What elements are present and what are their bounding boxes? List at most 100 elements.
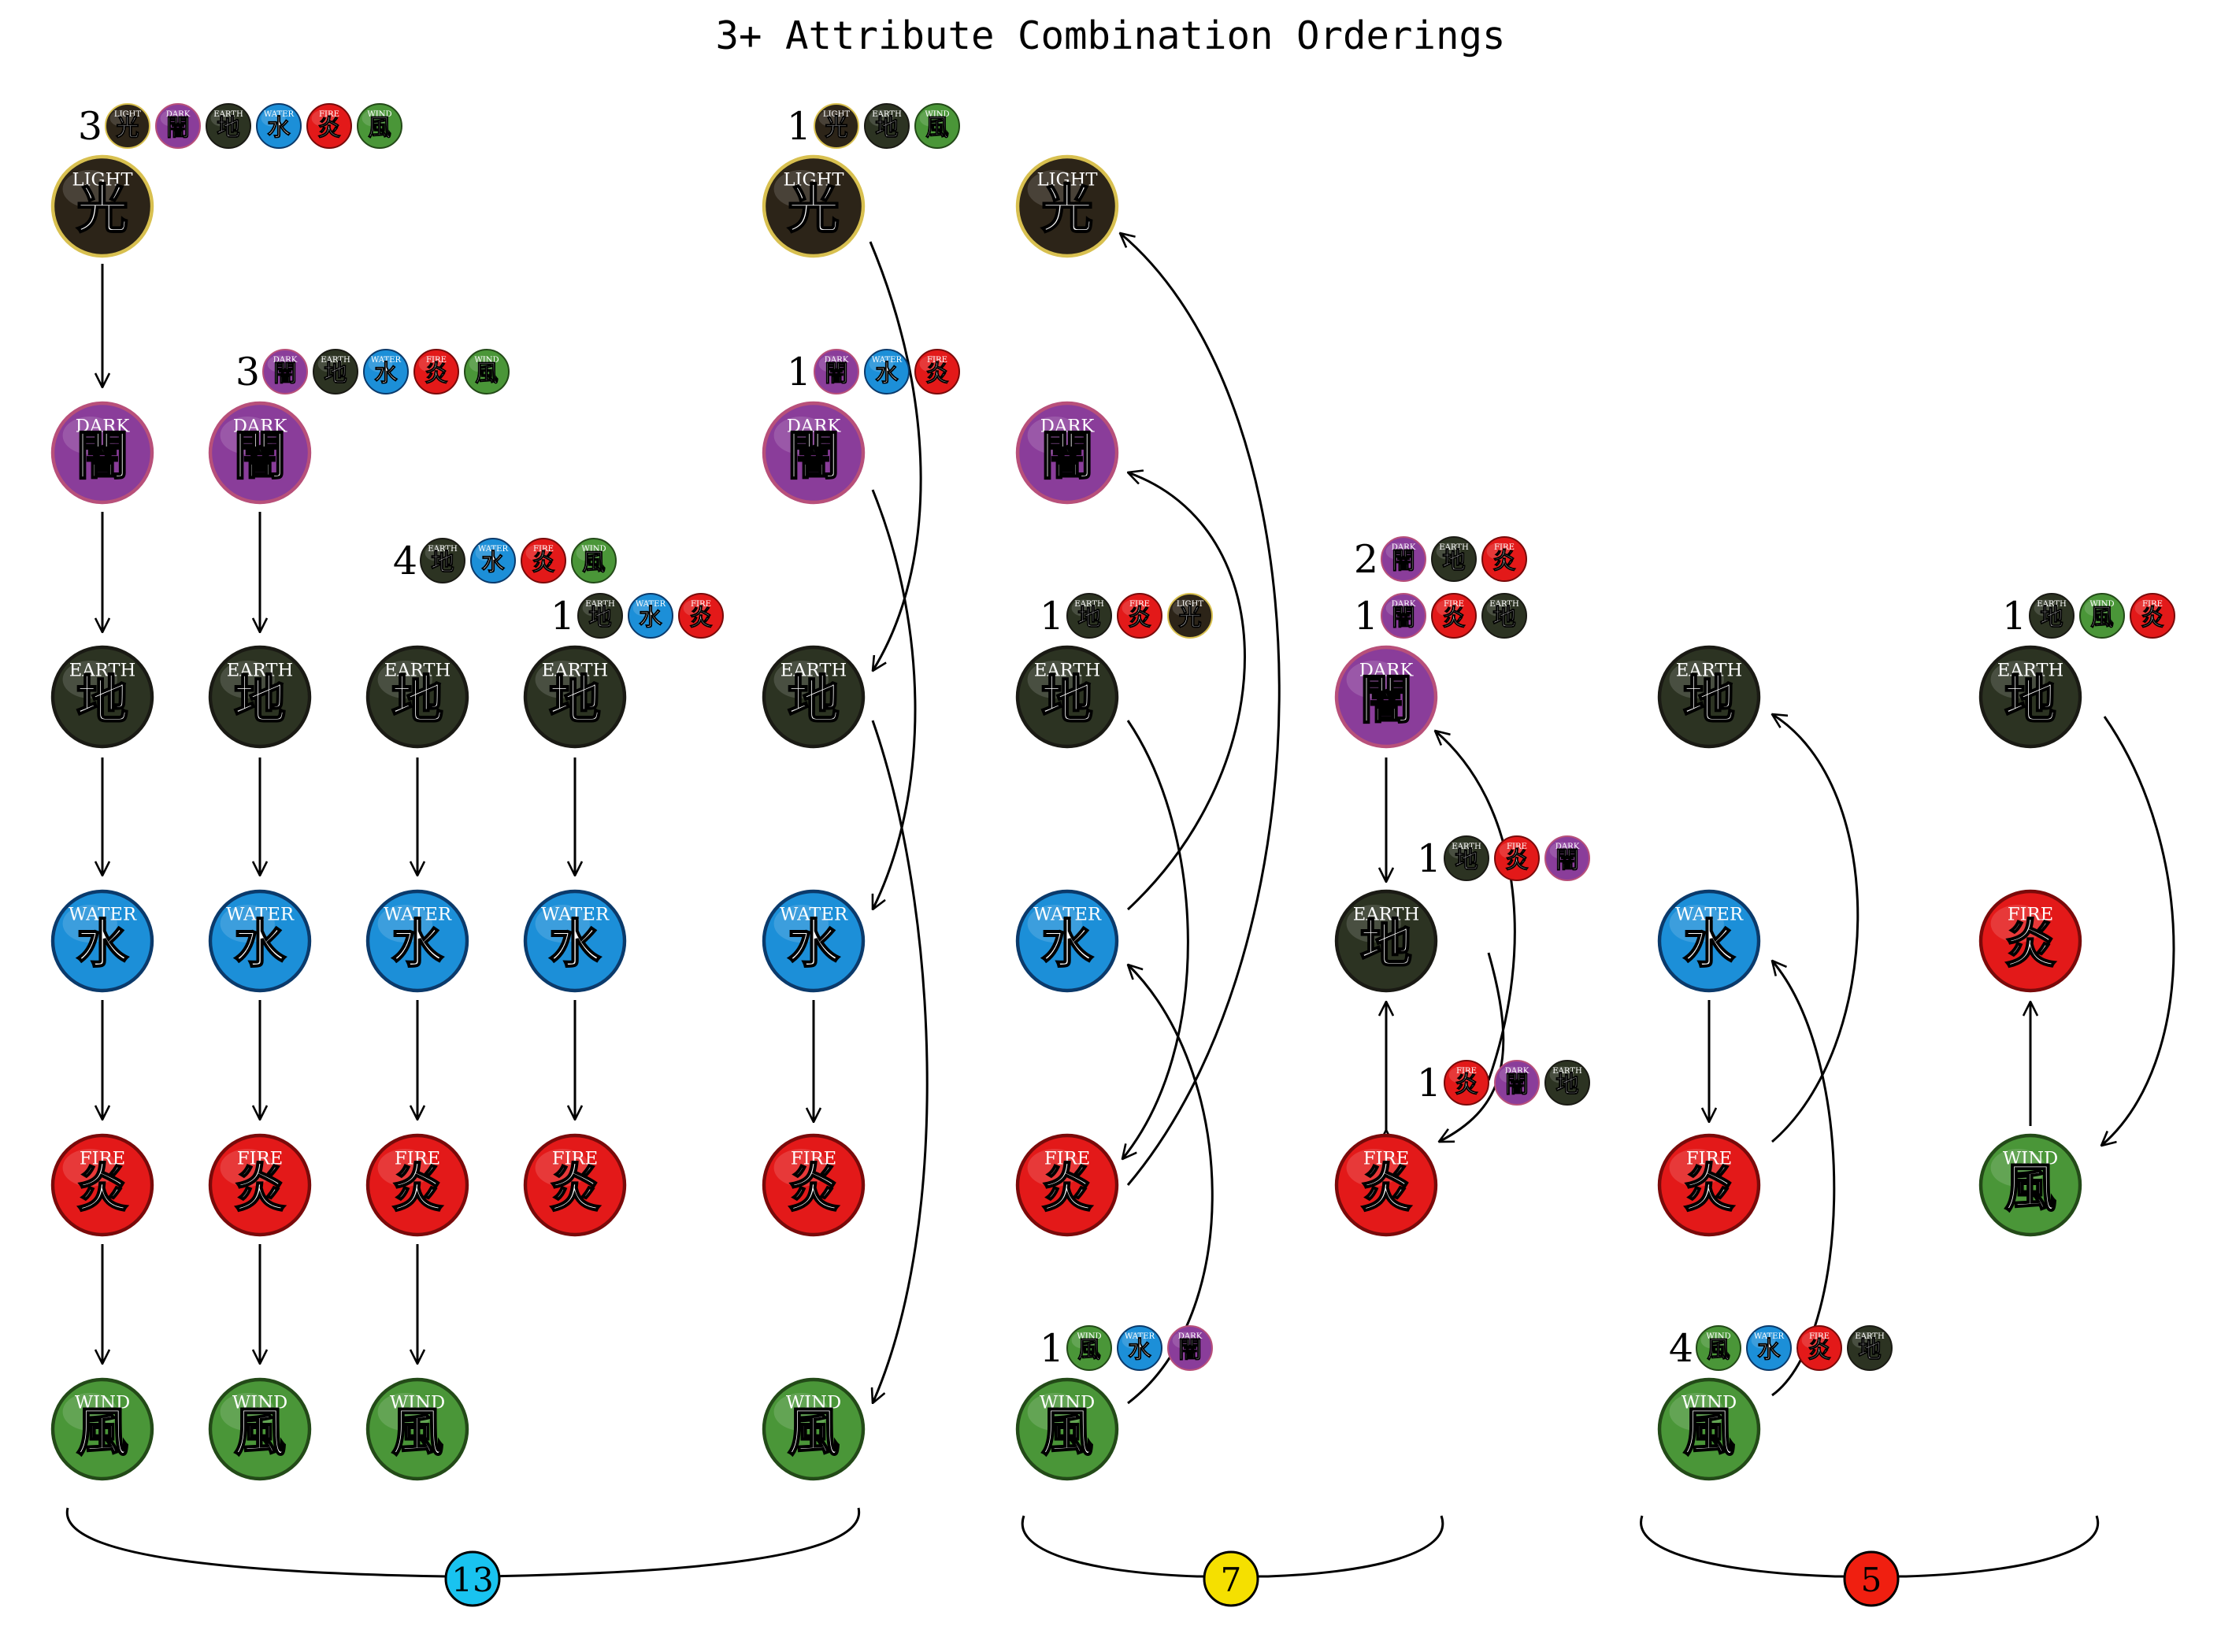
earth-orb-disc xyxy=(864,103,910,149)
combo-count: 3 xyxy=(235,350,260,394)
group-total: 7 xyxy=(1221,1561,1242,1599)
earth-orb-label: EARTH xyxy=(1353,905,1420,925)
earth-orb-kanji: 地 xyxy=(1442,547,1465,574)
water-orb-label: WATER xyxy=(384,905,452,925)
fire-orb-highlight xyxy=(919,355,944,372)
light-orb-highlight xyxy=(773,170,829,208)
fire-orb-kanji: 炎 xyxy=(1128,604,1151,631)
earth-orb-label: EARTH xyxy=(227,661,294,681)
dark-orb-label: DARK xyxy=(1392,600,1416,609)
wind-orb-highlight xyxy=(362,109,387,127)
earth-orb-highlight xyxy=(773,661,829,698)
fire-orb-highlight xyxy=(311,109,336,127)
dark-orb-highlight xyxy=(1172,1332,1197,1349)
fire-orb-disc xyxy=(1015,1133,1119,1237)
light-orb-label: LIGHT xyxy=(72,170,132,191)
fire-orb-disc xyxy=(208,1133,312,1237)
earth-orb-highlight xyxy=(535,661,590,698)
diagram-title: 3+ Attribute Combination Orderings xyxy=(715,13,1505,58)
earth-orb-kanji: 地 xyxy=(1360,913,1412,974)
fire-orb-disc xyxy=(1978,889,2082,993)
earth-orb-disc xyxy=(762,645,866,749)
earth-orb-kanji: 地 xyxy=(217,114,239,141)
water-orb-label: WATER xyxy=(780,905,848,925)
earth-orb-label: EARTH xyxy=(1855,1332,1885,1341)
earth-orb-kanji: 地 xyxy=(1455,846,1478,873)
light-orb-disc xyxy=(50,154,154,258)
earth-orb-disc xyxy=(420,538,465,583)
combo-count: 1 xyxy=(787,104,811,149)
dark-orb-highlight xyxy=(62,417,117,454)
wind-orb-kanji: 風 xyxy=(788,1402,840,1462)
dark-orb-disc xyxy=(1381,593,1426,639)
wind-orb-highlight xyxy=(1990,1149,2045,1187)
water-orb-disc xyxy=(208,889,312,993)
fire-orb-disc xyxy=(1796,1325,1842,1371)
dark-orb-label: DARK xyxy=(166,110,191,119)
group-badge-circle xyxy=(1843,1550,1900,1607)
fire-orb-highlight xyxy=(1346,1149,1401,1187)
dark-orb-label: DARK xyxy=(1505,1067,1529,1076)
fire-orb-disc xyxy=(413,349,459,394)
fire-orb-kanji: 炎 xyxy=(1492,547,1516,574)
water-orb-disc xyxy=(523,889,627,993)
earth-orb-highlight xyxy=(1852,1332,1877,1349)
earth-orb-disc xyxy=(1015,645,1119,749)
earth-orb-label: EARTH xyxy=(321,356,350,365)
fire-orb-label: FIRE xyxy=(2008,905,2053,925)
fire-orb-kanji: 炎 xyxy=(391,1158,443,1218)
earth-orb-highlight xyxy=(1071,599,1096,617)
earth-orb-kanji: 地 xyxy=(324,360,347,387)
water-orb-label: WATER xyxy=(478,545,509,554)
dark-orb-kanji: 闇 xyxy=(1041,425,1093,486)
earth-orb-disc xyxy=(50,645,154,749)
water-orb-disc xyxy=(1657,889,1761,993)
earth-orb-disc xyxy=(523,645,627,749)
dark-orb-kanji: 闇 xyxy=(234,425,286,486)
fire-orb-kanji: 炎 xyxy=(76,1158,128,1218)
dark-orb-kanji: 闇 xyxy=(825,360,847,387)
wind-orb-label: WIND xyxy=(786,1393,841,1413)
earth-orb-highlight xyxy=(2034,599,2059,617)
wind-orb-kanji: 風 xyxy=(1683,1402,1735,1462)
wind-orb-label: WIND xyxy=(581,545,606,554)
wind-orb-kanji: 風 xyxy=(76,1402,128,1462)
light-orb-label: LIGHT xyxy=(1036,170,1097,191)
fire-orb-highlight xyxy=(1990,905,2045,943)
water-orb-label: WATER xyxy=(371,356,402,365)
water-orb-kanji: 水 xyxy=(267,114,291,141)
dark-orb-highlight xyxy=(818,355,844,372)
combo-count: 2 xyxy=(1354,537,1378,582)
wind-orb-kanji: 風 xyxy=(368,114,391,141)
fire-orb-highlight xyxy=(1122,599,1147,617)
water-orb-kanji: 水 xyxy=(234,913,287,974)
fire-orb-disc xyxy=(2130,593,2175,639)
fire-orb-disc xyxy=(365,1133,469,1237)
water-orb-disc xyxy=(1015,889,1119,993)
combo-count: 1 xyxy=(787,350,811,394)
group-brace xyxy=(1889,1515,2100,1578)
dark-orb-highlight xyxy=(1385,599,1411,617)
fire-orb-kanji: 炎 xyxy=(1360,1158,1412,1218)
fire-orb-label: FIRE xyxy=(1456,1067,1477,1076)
